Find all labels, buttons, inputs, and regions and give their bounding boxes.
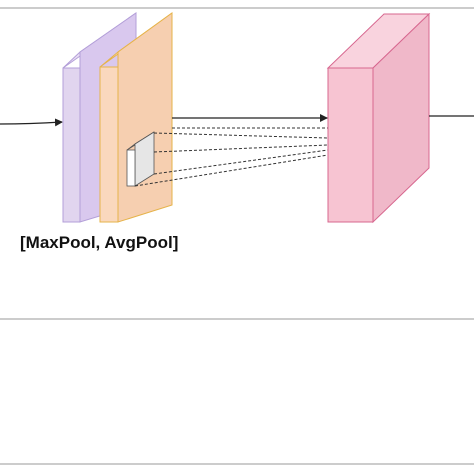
conv-kernel bbox=[126, 131, 155, 187]
pool-label: [MaxPool, AvgPool] bbox=[20, 233, 179, 252]
output-feature-map bbox=[326, 12, 431, 224]
input-arrow bbox=[0, 118, 63, 127]
